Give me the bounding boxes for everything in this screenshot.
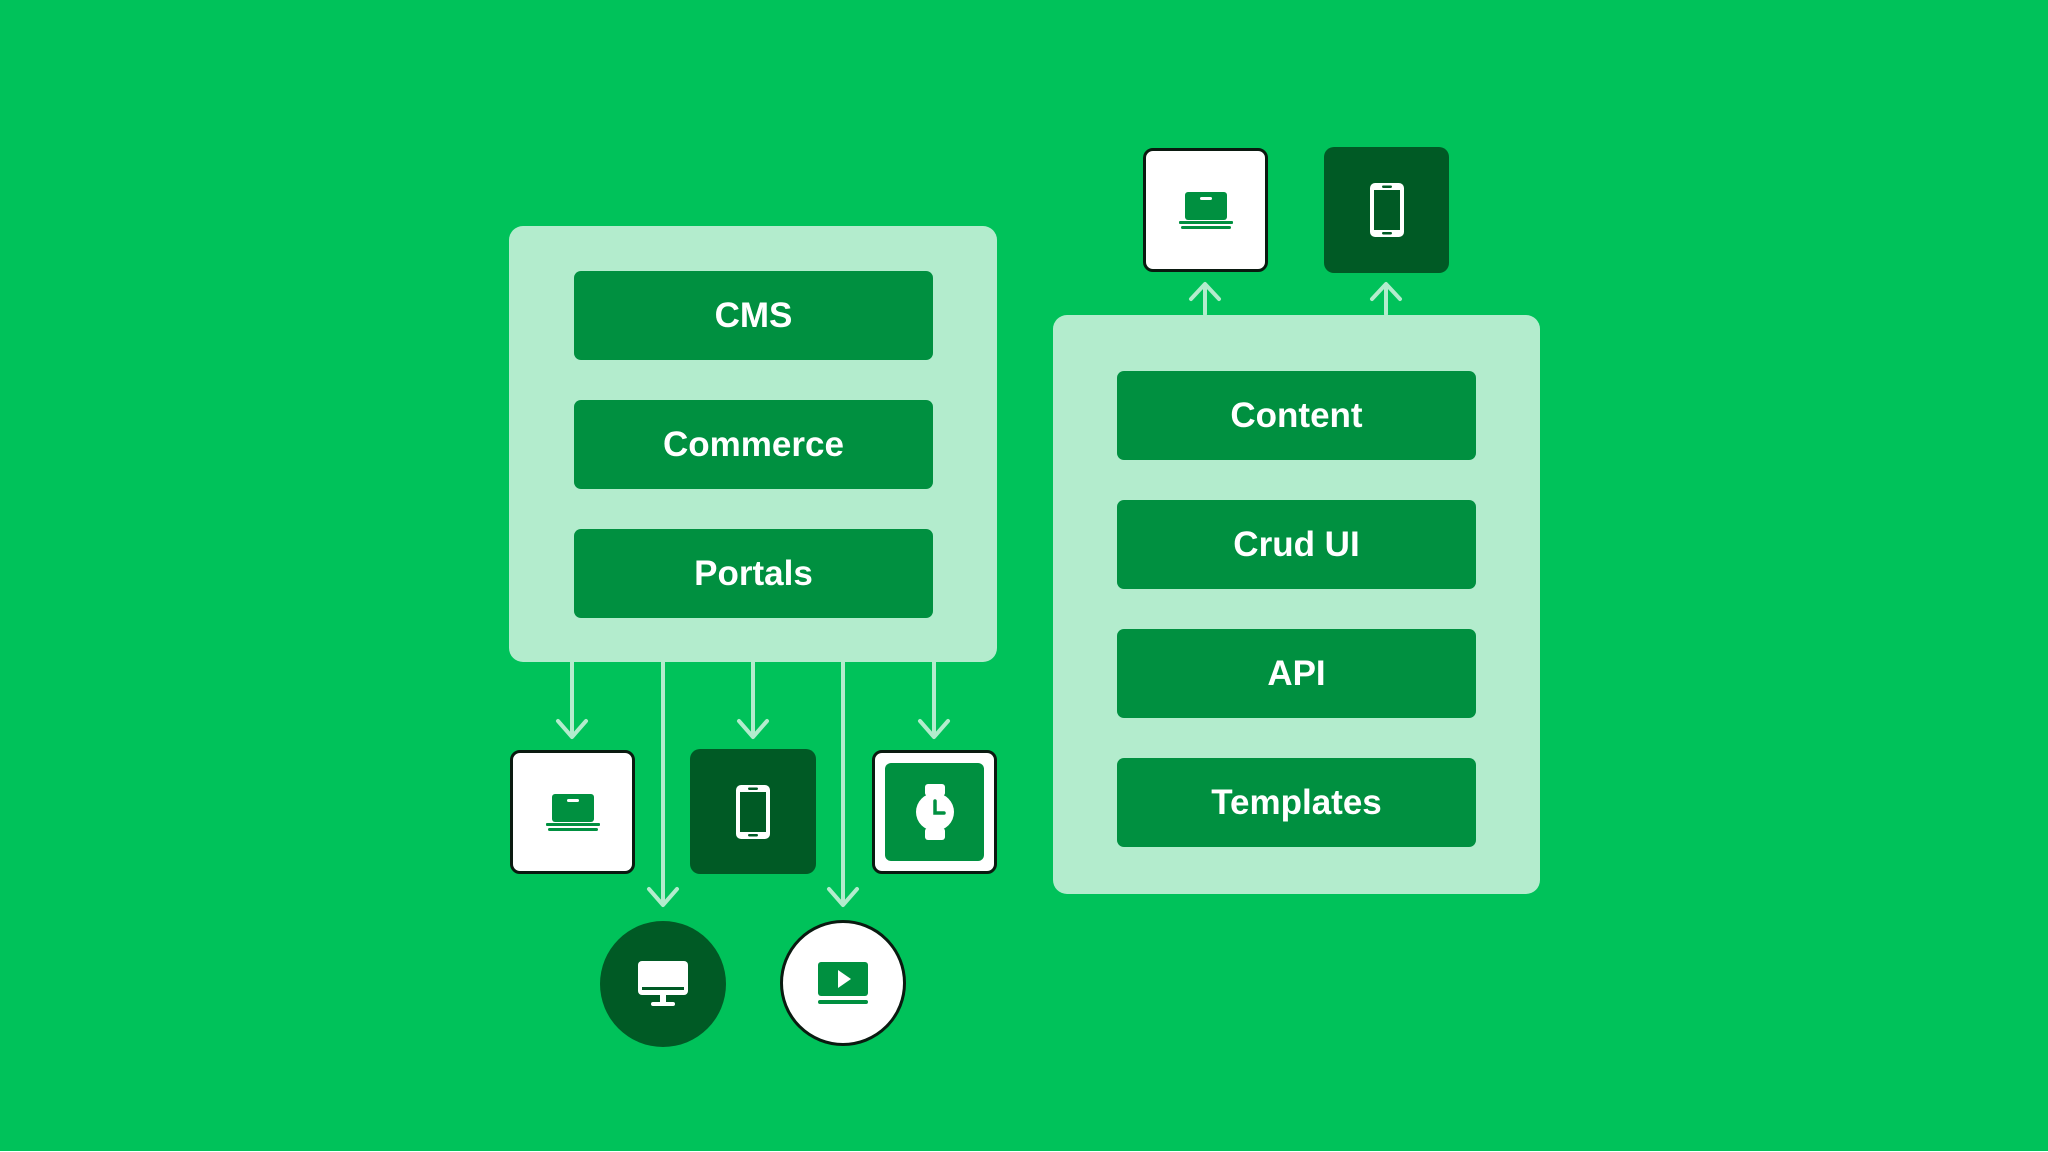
desktop-monitor-icon	[637, 960, 689, 1008]
arrow-to-phone	[737, 660, 769, 739]
arrow-to-laptop	[556, 660, 588, 739]
smartphone-icon	[735, 784, 771, 840]
module-crud-ui: Crud UI	[1117, 500, 1476, 589]
arrow-up-to-laptop	[1189, 282, 1221, 316]
right-channel-laptop-tile	[1143, 148, 1268, 272]
laptop-icon	[1178, 190, 1234, 230]
smartphone-icon	[1369, 182, 1405, 238]
channel-watch-tile	[872, 750, 997, 874]
laptop-icon	[545, 792, 601, 832]
arrow-up-to-phone	[1370, 282, 1402, 316]
channel-video-player-tile	[780, 920, 906, 1046]
module-commerce: Commerce	[574, 400, 933, 489]
module-templates: Templates	[1117, 758, 1476, 847]
channel-desktop-tile	[600, 921, 726, 1047]
channel-phone-tile	[690, 749, 816, 874]
arrow-to-video-player	[827, 660, 859, 907]
channel-laptop-tile	[510, 750, 635, 874]
arrow-to-watch	[918, 660, 950, 739]
arrow-to-desktop	[647, 660, 679, 907]
module-cms: CMS	[574, 271, 933, 360]
module-portals: Portals	[574, 529, 933, 618]
video-player-icon	[817, 961, 869, 1005]
right-channel-phone-tile	[1324, 147, 1449, 273]
module-api: API	[1117, 629, 1476, 718]
module-content: Content	[1117, 371, 1476, 460]
smartwatch-icon	[913, 783, 957, 841]
